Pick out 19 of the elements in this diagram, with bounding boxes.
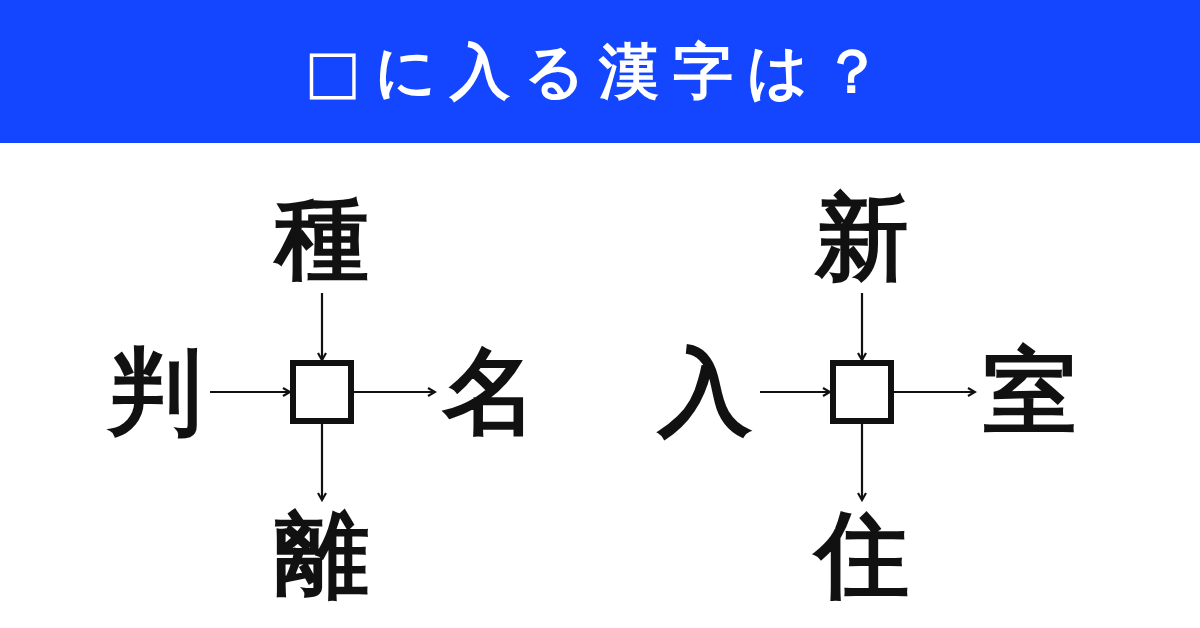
- arrow: [856, 293, 868, 362]
- arrow: [210, 386, 292, 398]
- blank-square: [830, 360, 894, 424]
- kanji-text: 住: [807, 500, 917, 610]
- arrow: [316, 424, 328, 502]
- kanji-text: 判: [100, 337, 210, 447]
- arrow: [760, 386, 832, 398]
- kanji-text: 入: [650, 337, 760, 447]
- arrow: [894, 386, 977, 398]
- title: □に入る漢字は？: [303, 35, 897, 108]
- kanji-text: 名: [435, 337, 545, 447]
- kanji-text: 室: [975, 337, 1085, 447]
- kanji-text: 離: [267, 500, 377, 610]
- arrow: [354, 386, 437, 398]
- kanji-text: 新: [807, 183, 917, 293]
- kanji-text: 種: [267, 183, 377, 293]
- arrow: [856, 424, 868, 502]
- arrow: [316, 293, 328, 362]
- blank-square: [290, 360, 354, 424]
